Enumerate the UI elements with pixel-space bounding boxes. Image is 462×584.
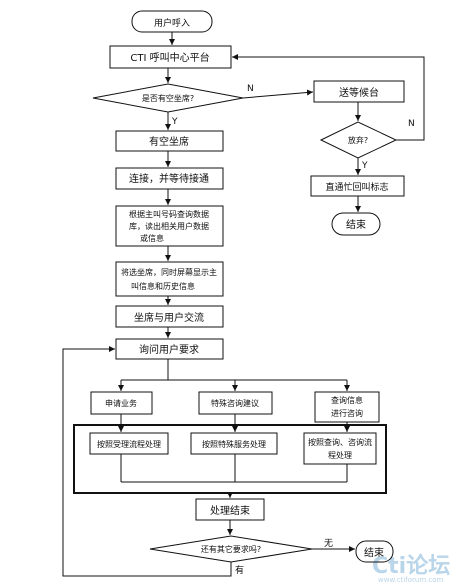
node-biz-apply-label: 申请业务: [105, 398, 137, 408]
label-y-has-agent: Y: [171, 117, 178, 127]
node-connect-shape: [115, 167, 224, 190]
watermark-url: www.ctiforum.com: [378, 576, 444, 584]
node-queue-shape: [313, 80, 405, 103]
node-platform-label: CTI 呼叫中心平台: [130, 51, 209, 64]
node-proc-query-line2: 程处理: [328, 450, 352, 460]
node-end-top-shape: [331, 212, 381, 236]
label-no-other: 无: [324, 538, 333, 549]
watermark-logo: Cti论坛 www.ctiforum.com: [372, 553, 450, 584]
edge-loop-back: [62, 346, 232, 577]
node-giveup-q-label: 放弃?: [348, 135, 368, 145]
node-show-info-line2: 叫信息和历史信息: [131, 281, 195, 291]
node-queue-label: 送等候台: [339, 86, 379, 99]
node-proc-query-shape: [303, 432, 377, 465]
edge-giveup-loop: [232, 54, 425, 141]
node-show-info-line1: 将选坐席，同时屏幕显示主: [121, 267, 217, 277]
node-agent-talk-label: 坐席与用户交流: [134, 311, 204, 324]
node-start-label: 用户呼入: [154, 17, 190, 29]
node-query-db-line1: 根据主叫号码查询数据: [129, 209, 209, 219]
node-busy-tone-label: 直通忙回叫标志: [325, 181, 388, 193]
node-agent-talk-shape: [115, 305, 224, 328]
node-biz-special-label: 特殊咨询建议: [211, 398, 259, 408]
watermark-logo-text: Cti论坛: [372, 553, 450, 579]
node-proc-special-shape: [190, 432, 278, 455]
label-yes-other: 有: [235, 564, 244, 576]
node-biz-query-line2: 进行咨询: [331, 408, 363, 418]
node-end-right-label: 结束: [364, 546, 384, 559]
node-has-agent-shape: [115, 130, 224, 152]
node-platform-shape: [109, 45, 232, 69]
node-query-db-line2: 库，读出相关用户数据: [129, 221, 209, 231]
node-has-agent-label: 有空坐席: [149, 135, 189, 148]
edge-decision-queue: [242, 89, 314, 99]
node-proc-query-line1: 按照查询、咨询流: [308, 437, 372, 447]
label-n-giveup: N: [408, 119, 415, 129]
node-end-top-label: 结束: [346, 218, 366, 231]
node-show-info-shape: [115, 261, 224, 297]
node-end-right-shape: [355, 540, 394, 563]
label-y-giveup: Y: [361, 161, 368, 171]
node-connect-label: 连接，并等待接通: [129, 172, 209, 185]
node-proc-apply-label: 按照受理流程处理: [97, 439, 161, 449]
node-biz-query-line1: 查询信息: [331, 395, 363, 405]
node-proc-end-label: 处理结束: [210, 504, 250, 517]
node-ask-req-label: 询问用户要求: [139, 343, 199, 356]
label-n-has-agent: N: [247, 84, 254, 94]
node-proc-special-label: 按照特殊服务处理: [202, 439, 266, 449]
node-proc-apply-shape: [89, 432, 169, 455]
node-other-q-label: 还有其它要求吗?: [201, 544, 261, 554]
node-has-agent-q-label: 是否有空坐席?: [142, 93, 194, 103]
node-query-db-shape: [115, 205, 224, 247]
node-ask-req-shape: [115, 338, 224, 360]
node-query-db-line3: 或信息: [140, 233, 164, 243]
